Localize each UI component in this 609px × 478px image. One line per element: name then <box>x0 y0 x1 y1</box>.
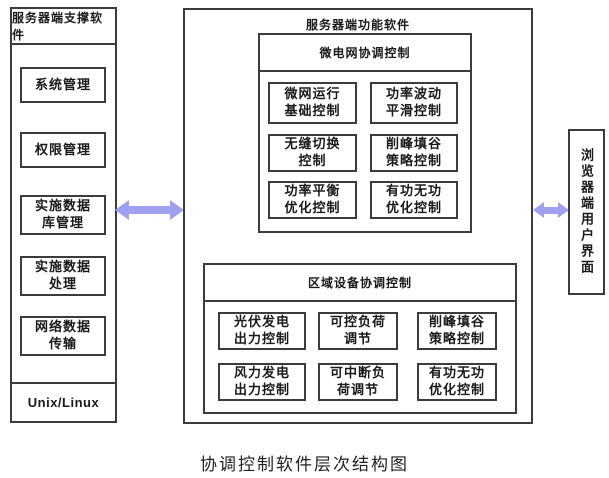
box-data-processing: 实施数据 处理 <box>20 256 106 296</box>
arrowhead-left-icon <box>115 200 129 220</box>
left-panel-footer-os: Unix/Linux <box>27 395 100 410</box>
double-arrow-icon <box>533 201 569 219</box>
box-power-fluctuation-smoothing: 功率波动 平滑控制 <box>370 82 458 124</box>
arrow-bar <box>129 206 170 214</box>
right-panel-browser-ui: 浏览器端用户界面 <box>568 129 605 295</box>
box-power-balance-optimization: 功率平衡 优化控制 <box>268 181 357 219</box>
box-peak-shaving-strategy-2: 削峰填谷 策略控制 <box>417 312 497 350</box>
box-network-transmission: 网络数据 传输 <box>20 316 106 356</box>
box-database-management: 实施数据 库管理 <box>20 195 106 235</box>
box-permission-management: 权限管理 <box>20 132 106 168</box>
middle-panel-title: 服务器端功能软件 <box>305 18 410 32</box>
section-microgrid-control: 微电网协调控制 微网运行 基础控制 功率波动 平滑控制 无缝切换 控制 削峰填谷… <box>258 33 472 233</box>
right-panel-title: 浏览器端用户界面 <box>579 148 594 276</box>
box-peak-shaving-strategy: 削峰填谷 策略控制 <box>370 134 458 172</box>
diagram-caption: 协调控制软件层次结构图 <box>200 455 409 474</box>
arrow-bar <box>544 206 558 214</box>
section-microgrid-title: 微电网协调控制 <box>260 35 470 72</box>
box-active-reactive-optimization-2: 有功无功 优化控制 <box>417 363 497 401</box>
box-active-reactive-optimization: 有功无功 优化控制 <box>370 181 458 219</box>
left-panel-title: 服务器端支撑软件 <box>12 9 115 45</box>
arrowhead-left-icon <box>533 202 544 218</box>
left-panel-footer-divider <box>12 382 115 384</box>
box-system-management: 系统管理 <box>20 67 106 103</box>
box-interruptible-load-regulation: 可中断负 荷调节 <box>318 363 398 401</box>
box-pv-output-control: 光伏发电 出力控制 <box>218 312 306 350</box>
double-arrow-icon <box>115 199 184 221</box>
section-regional-title: 区域设备协调控制 <box>205 265 515 302</box>
section-regional-equipment-control: 区域设备协调控制 光伏发电 出力控制 可控负荷 调节 削峰填谷 策略控制 风力发… <box>203 263 517 414</box>
box-wind-output-control: 风力发电 出力控制 <box>218 363 306 401</box>
middle-panel-function-software: 服务器端功能软件 微电网协调控制 微网运行 基础控制 功率波动 平滑控制 无缝切… <box>183 8 533 424</box>
arrowhead-right-icon <box>170 200 184 220</box>
left-panel-support-software: 服务器端支撑软件 系统管理 权限管理 实施数据 库管理 实施数据 处理 网络数据… <box>10 7 117 423</box>
box-controllable-load-regulation: 可控负荷 调节 <box>318 312 398 350</box>
box-microgrid-basic-control: 微网运行 基础控制 <box>268 82 357 124</box>
arrowhead-right-icon <box>558 202 569 218</box>
box-seamless-switch-control: 无缝切换 控制 <box>268 134 357 172</box>
